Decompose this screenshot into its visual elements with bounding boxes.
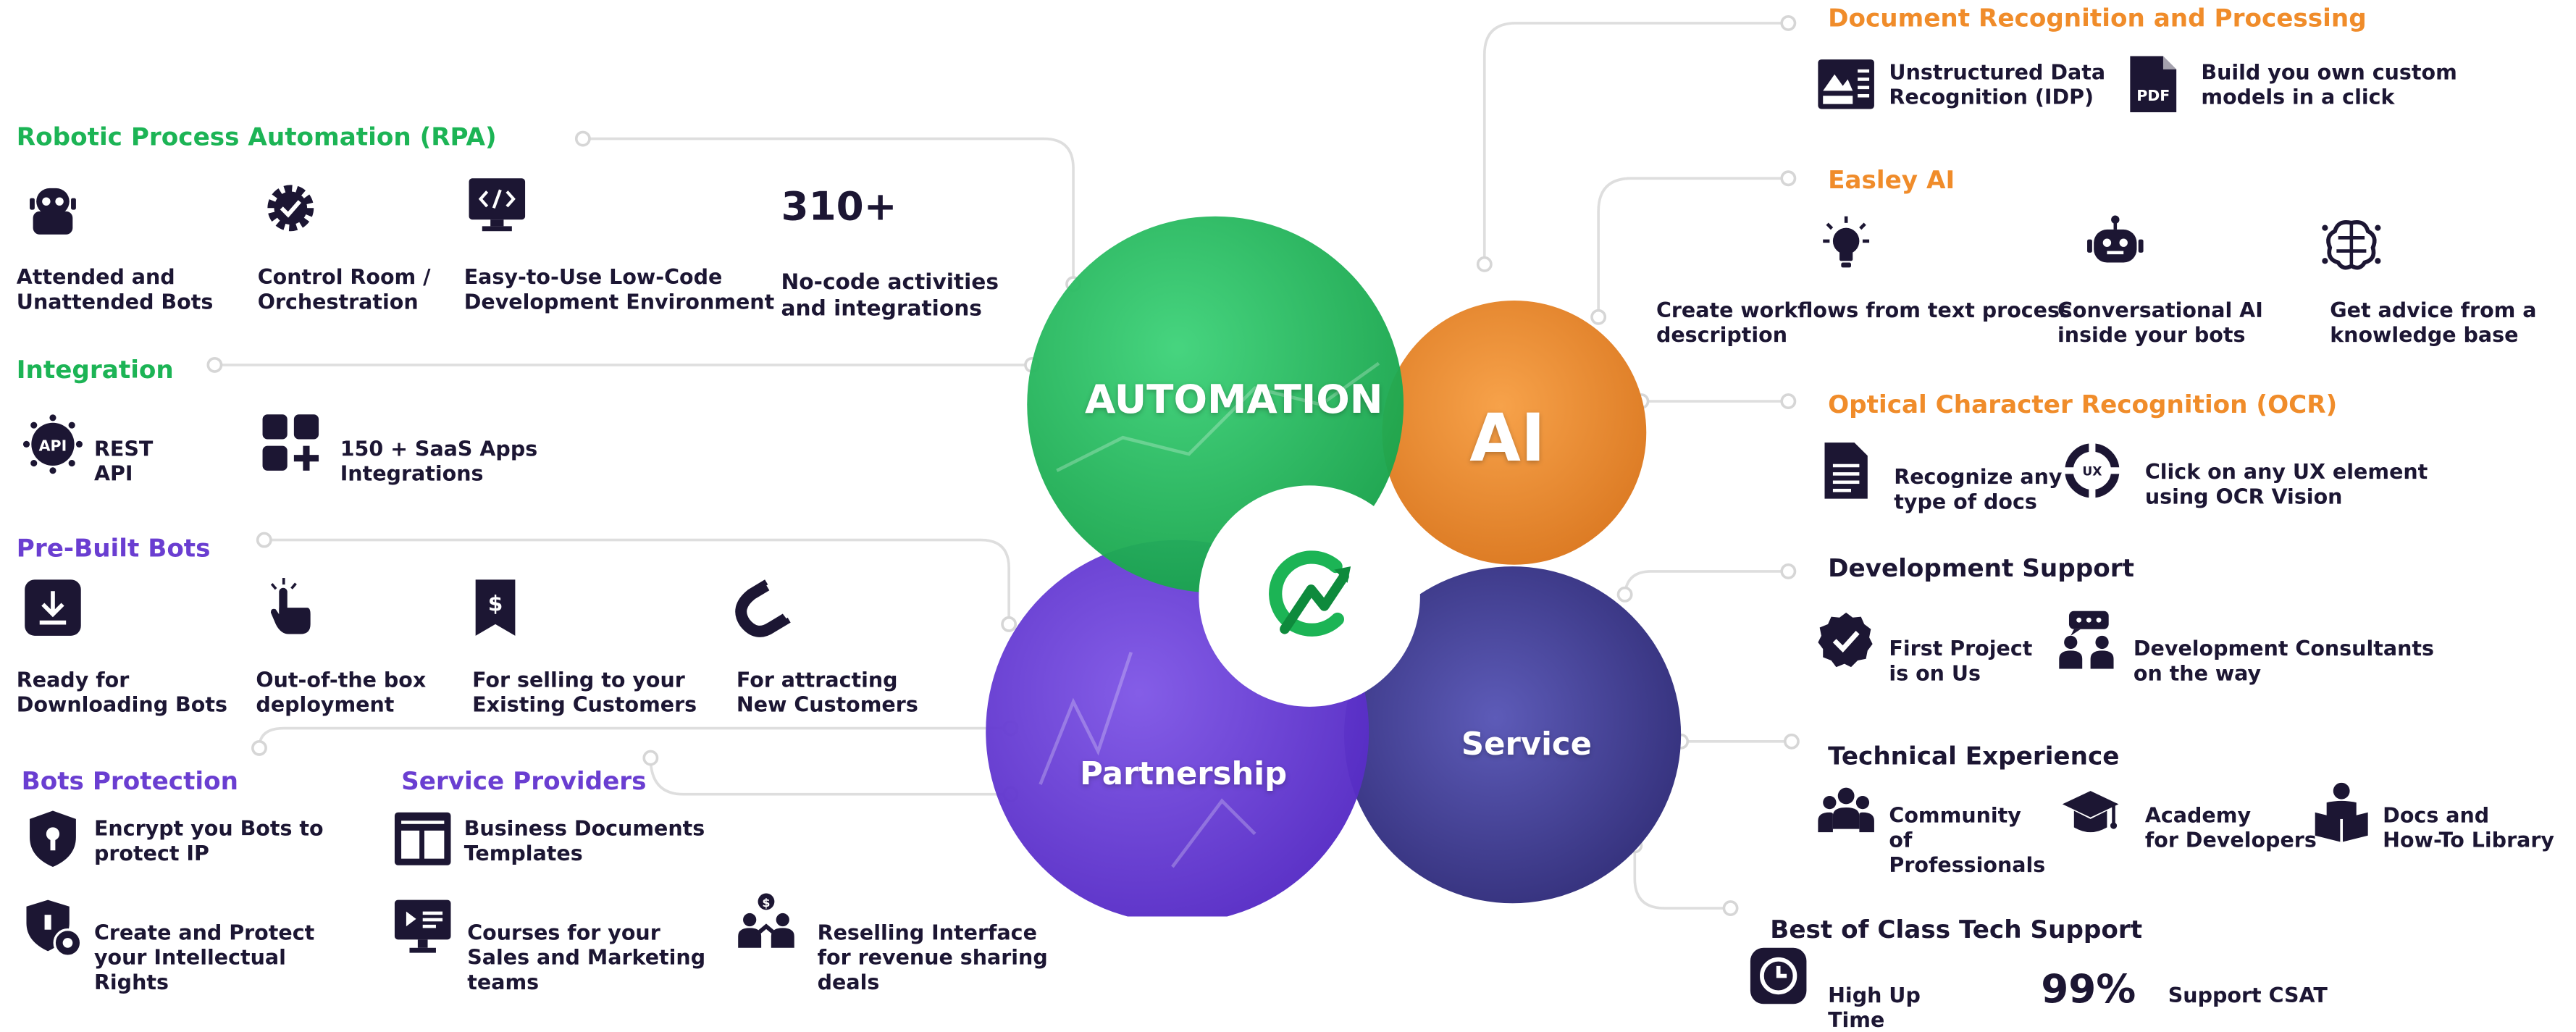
docrec-custom-models-label: Build you own custom models in a click (2201, 59, 2457, 109)
protection-title: Bots Protection (21, 765, 239, 797)
pdf-file-icon: PDF (2130, 56, 2177, 113)
robot-icon (30, 188, 76, 235)
service-circle[interactable] (1344, 566, 1682, 904)
easleyai-conversational-label: Conversational AI inside your bots (2057, 297, 2263, 347)
docrec-idp-label: Unstructured Data Recognition (IDP) (1889, 59, 2106, 109)
rpa-stat-value: 310+ (781, 183, 897, 230)
rpa-lowcode-label: Easy-to-Use Low-Code Development Environ… (463, 264, 775, 314)
integration-rest-label: REST API (93, 435, 154, 486)
reseller-people-icon: $ (738, 893, 794, 948)
community-icon (1818, 787, 1874, 833)
ocr-title: Optical Character Recognition (OCR) (1828, 390, 2338, 420)
consultants-icon (2059, 611, 2114, 669)
brain-circuit-icon (2322, 219, 2381, 270)
core-circles (986, 216, 1682, 917)
techexp-academy-label: Academy for Developers (2144, 802, 2317, 852)
easleyai-knowledge-label: Get advice from a knowledge base (2330, 297, 2537, 347)
ux-target-icon: UX (2064, 442, 2120, 499)
integration-title: Integration (16, 355, 174, 385)
logo-icon (1269, 550, 1351, 637)
protection-encrypt-label: Encrypt you Bots to protect IP (93, 815, 324, 865)
svg-text:$: $ (762, 896, 770, 910)
prebuilt-downloading-label: Ready for Downloading Bots (16, 667, 227, 717)
devsupport-consultants-label: Development Consultants on the way (2133, 635, 2434, 686)
reading-person-icon (2315, 782, 2368, 842)
svg-text:PDF: PDF (2136, 87, 2170, 104)
prebuilt-selling-label: For selling to your Existing Customers (472, 667, 697, 717)
price-tag-icon: $ (475, 579, 516, 636)
download-icon (25, 579, 81, 636)
document-lines-icon (1824, 442, 1868, 499)
techexp-title: Technical Experience (1828, 741, 2120, 771)
badge-check-icon (1818, 612, 1873, 668)
partnership-label: Partnership (1080, 756, 1288, 793)
chat-robot-icon (2087, 215, 2144, 263)
devsupport-first-project-label: First Project is on Us (1889, 635, 2033, 686)
rpa-title: Robotic Process Automation (RPA) (16, 122, 497, 152)
providers-title: Service Providers (401, 765, 647, 797)
easleyai-title: Easley AI (1828, 165, 1955, 196)
api-icon: API (22, 414, 83, 474)
video-course-icon (394, 899, 451, 953)
providers-courses-label: Courses for your Sales and Marketing tea… (467, 920, 706, 994)
easleyai-workflows-label: Create workflows from text process descr… (1656, 297, 2072, 347)
providers-templates-label: Business Documents Templates (463, 815, 705, 865)
techsupport-title: Best of Class Tech Support (1770, 915, 2143, 945)
service-label: Service (1461, 726, 1593, 763)
techsupport-uptime-label: High Up Time (1828, 982, 1921, 1032)
rpa-stat-label: No-code activities and integrations (781, 270, 999, 322)
devsupport-title: Development Support (1828, 553, 2134, 583)
code-monitor-icon (469, 178, 526, 232)
graduation-cap-icon (2062, 791, 2119, 833)
svg-text:API: API (39, 437, 67, 454)
document-image-icon (1818, 59, 1874, 109)
shield-gear-icon (26, 899, 83, 957)
ai-label: AI (1469, 401, 1545, 477)
gear-check-icon (267, 185, 314, 232)
techexp-community-label: Community of Professionals (1889, 802, 2046, 877)
ocr-recognize-label: Recognize any type of docs (1894, 463, 2063, 514)
prebuilt-title: Pre-Built Bots (16, 533, 211, 563)
svg-text:$: $ (488, 591, 503, 616)
document-template-icon (394, 812, 451, 865)
clock-icon (1750, 947, 1807, 1004)
shield-keyhole-icon (30, 810, 76, 868)
rpa-attended-label: Attended and Unattended Bots (16, 264, 214, 314)
lightbulb-icon (1823, 216, 1870, 268)
automation-label: AUTOMATION (1085, 376, 1383, 423)
providers-reselling-label: Reselling Interface for revenue sharing … (817, 920, 1048, 994)
techsupport-csat-label: Support CSAT (2168, 982, 2328, 1007)
techexp-docs-label: Docs and How-To Library (2383, 802, 2555, 852)
docrec-title: Document Recognition and Processing (1828, 3, 2367, 33)
rpa-control-room-label: Control Room / Orchestration (257, 264, 431, 314)
protection-rights-label: Create and Protect your Intellectual Rig… (93, 920, 315, 994)
prebuilt-outofbox-label: Out-of-the box deployment (256, 667, 427, 717)
ai-circle[interactable] (1382, 300, 1647, 565)
svg-text:UX: UX (2082, 465, 2102, 479)
pointer-hand-icon (270, 578, 311, 634)
magnet-icon (735, 579, 791, 637)
integration-saas-label: 150 + SaaS Apps Integrations (340, 435, 538, 486)
techsupport-csat-value: 99% (2041, 965, 2136, 1012)
apps-grid-icon (262, 414, 319, 471)
ocr-vision-label: Click on any UX element using OCR Vision (2144, 458, 2428, 509)
prebuilt-attracting-label: For attracting New Customers (736, 667, 918, 717)
